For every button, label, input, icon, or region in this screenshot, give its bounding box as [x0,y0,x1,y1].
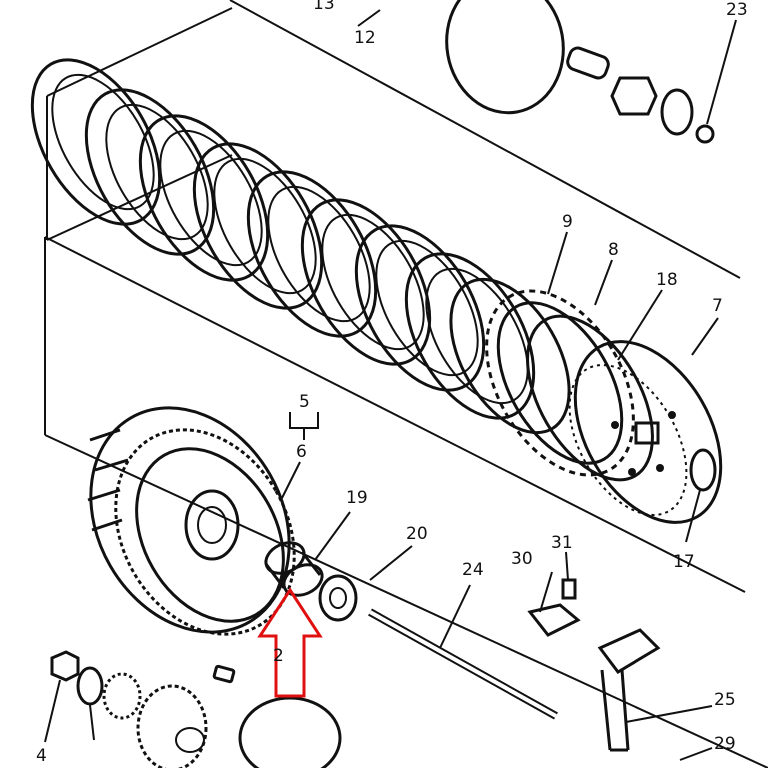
leader-lines [44,9,737,761]
thrust-washer-20 [318,574,358,622]
highlight-arrow [257,587,323,698]
bushing-19 [264,541,324,597]
pressure-plate [568,340,723,524]
callout-24: 24 [462,560,484,580]
callout-31: 31 [551,533,573,553]
callout-29: 29 [714,734,736,754]
bottom-left-parts [50,650,342,768]
clutch-plate-stack [30,58,571,435]
circlip-18 [526,314,654,482]
callout-8: 8 [608,240,619,260]
diagram-frame-lines [44,0,768,768]
clutch-boss [485,289,635,477]
callout-7: 7 [712,296,723,316]
clutch-housing [87,406,296,636]
callout-20: 20 [406,524,428,544]
callout-25: 25 [714,690,736,710]
callout-2: 2 [273,646,284,666]
callout-12: 12 [354,28,376,48]
callout-5: 5 [299,392,310,412]
screw-31 [561,578,577,600]
callout-4: 4 [36,746,47,766]
bracket-30 [527,603,581,637]
top-right-parts [445,0,715,144]
callout-13: 13 [313,0,335,14]
callout-23: 23 [726,0,748,20]
callout-9: 9 [562,212,573,232]
callout-30: 30 [511,549,533,569]
callout-18: 18 [656,270,678,290]
callout-17: 17 [673,552,695,572]
lever-shaft-25 [597,628,661,752]
washer-17 [689,448,717,492]
callout-19: 19 [346,488,368,508]
callout-6: 6 [296,442,307,462]
